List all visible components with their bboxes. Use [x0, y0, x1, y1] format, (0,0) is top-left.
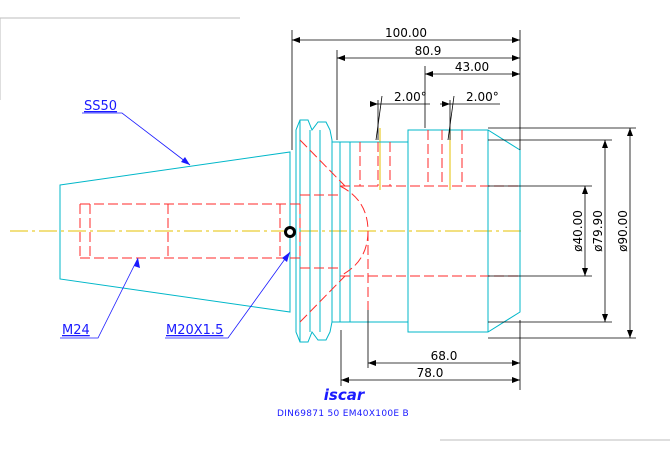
callout-m20x1-5: M20X1.5	[166, 323, 223, 338]
logo-text: iscar	[324, 386, 366, 404]
dim-68: 68.0	[431, 349, 458, 363]
dim-dia-79-9: ø79.90	[591, 210, 605, 252]
callout-arrows	[134, 157, 290, 268]
dim-80-9: 80.9	[415, 44, 442, 58]
callout-ss50: SS50	[84, 99, 117, 114]
dimension-arrows	[292, 37, 633, 383]
dimension-lines	[291, 30, 636, 390]
dim-43: 43.00	[455, 60, 489, 74]
centerline	[10, 128, 525, 232]
dim-angle-left: 2.00°	[394, 90, 427, 104]
dim-100: 100.00	[385, 26, 427, 40]
retention-hole	[284, 226, 296, 238]
dim-dia-40: ø40.00	[571, 210, 585, 252]
company-logo: iscar	[324, 386, 366, 404]
dim-78: 78.0	[417, 366, 444, 380]
designation-text: DIN69871 50 EM40X100E B	[277, 409, 409, 419]
dim-angle-right: 2.00°	[466, 90, 499, 104]
hidden-lines	[79, 130, 520, 323]
callout-leaders	[60, 112, 291, 339]
body-outline	[332, 129, 521, 333]
dim-dia-90: ø90.00	[616, 210, 630, 252]
callout-m24: M24	[62, 323, 90, 338]
taper-shank-outline	[59, 151, 291, 313]
frame-lines	[0, 17, 670, 441]
